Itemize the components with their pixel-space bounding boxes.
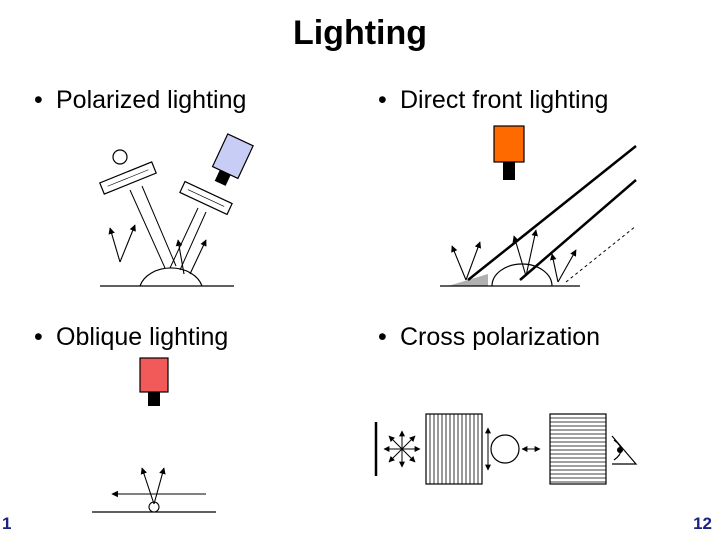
slide-title: Lighting <box>292 14 428 52</box>
camera-icon <box>211 133 254 186</box>
bullet-direct-front-lighting: •Direct front lighting <box>378 86 609 114</box>
light-source-icon <box>112 149 128 165</box>
page-number-right: 12 <box>693 514 712 533</box>
bullet-cross-polarization: •Cross polarization <box>378 323 601 351</box>
object-circle <box>490 434 520 464</box>
unpolarized-light-icon <box>383 430 421 468</box>
vertical-polarizer-icon <box>425 413 483 485</box>
bullet-oblique-lighting: •Oblique lighting <box>34 323 229 351</box>
page-number-left: 1 <box>2 514 12 533</box>
polarizer-left <box>99 161 157 195</box>
horizontal-polarizer-icon <box>549 413 607 485</box>
polarizer-right <box>179 180 233 216</box>
eye-icon <box>611 435 638 465</box>
camera-icon <box>139 357 169 406</box>
camera-icon <box>493 125 525 180</box>
bullet-polarized-lighting: •Polarized lighting <box>34 86 247 114</box>
